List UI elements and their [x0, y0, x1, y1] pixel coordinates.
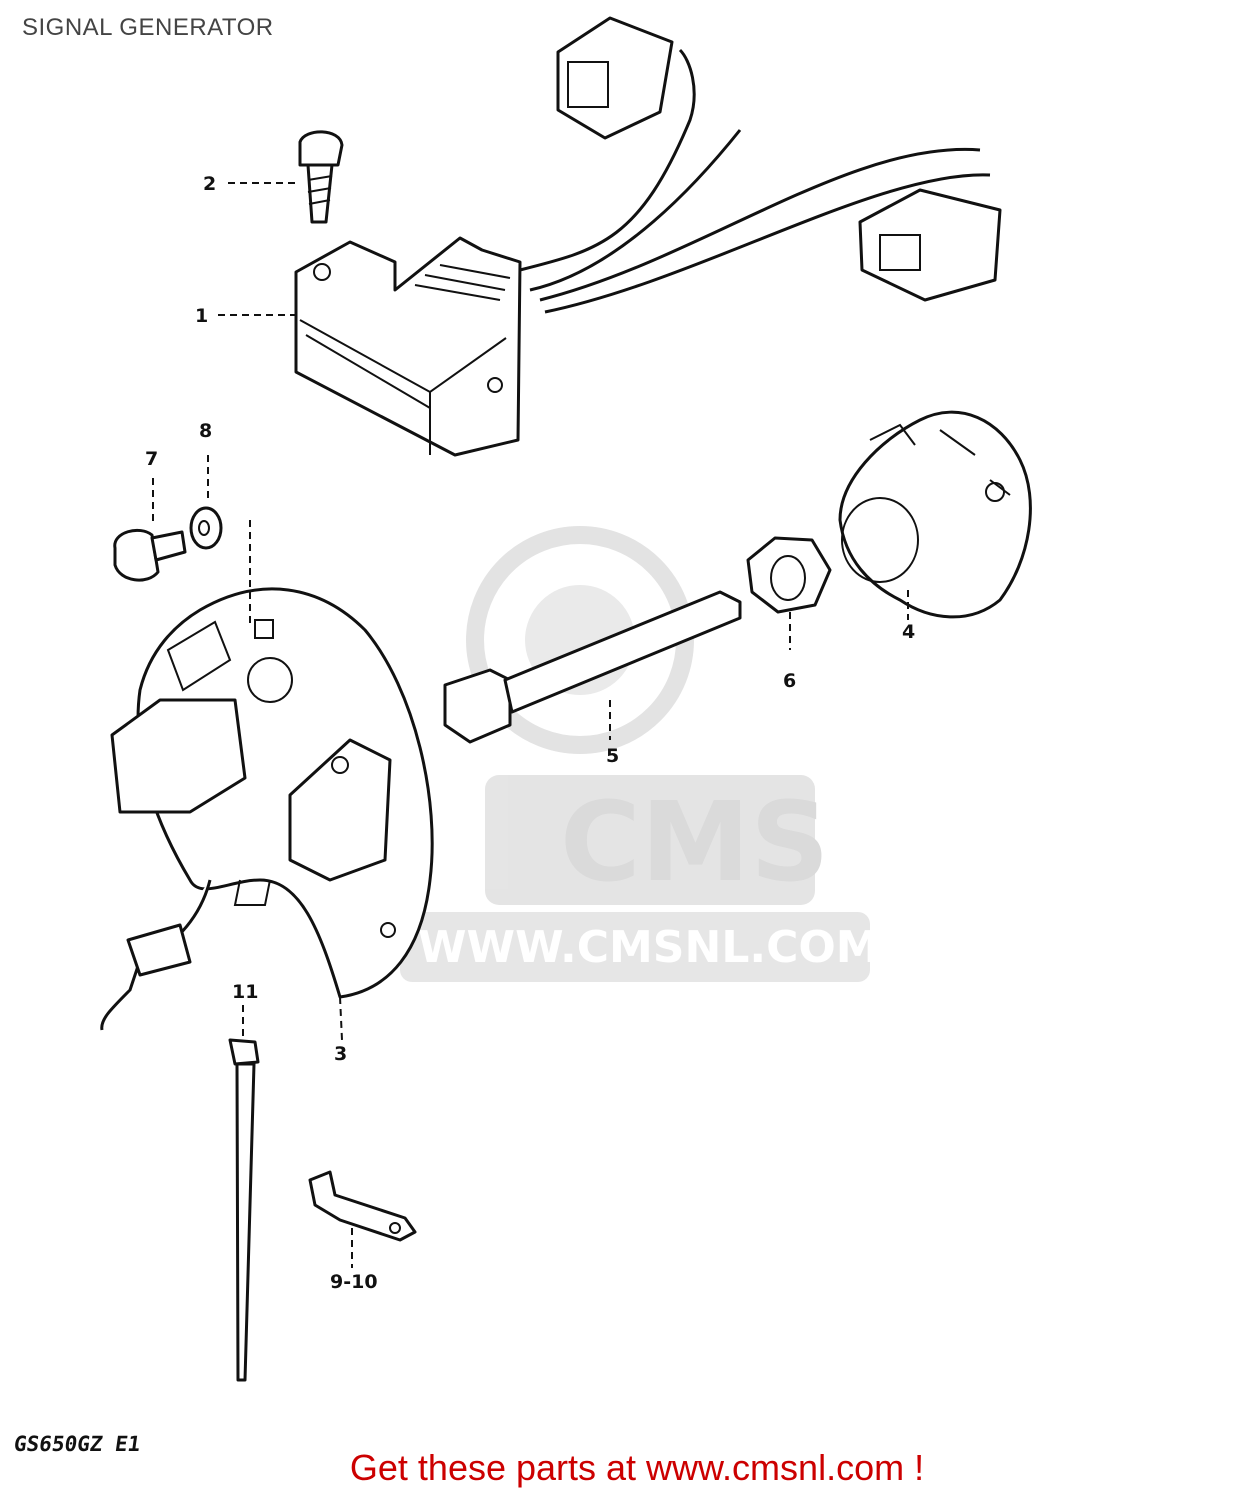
- callout-9-10: 9-10: [330, 1271, 378, 1293]
- part-5-shaft[interactable]: [443, 590, 742, 744]
- part-11-cable-tie[interactable]: [228, 1005, 260, 1382]
- callout-8: 8: [199, 420, 212, 442]
- watermark-url: WWW.CMSNL.COM: [418, 922, 880, 973]
- callout-11: 11: [232, 981, 258, 1003]
- part-7-screw[interactable]: [113, 478, 187, 582]
- callout-2: 2: [203, 173, 216, 195]
- part-9-10-clamp[interactable]: [308, 1170, 417, 1268]
- part-2-screw[interactable]: [298, 130, 344, 224]
- part-6-nut[interactable]: [746, 536, 832, 650]
- footer-link[interactable]: Get these parts at www.cmsnl.com !: [349, 1447, 925, 1488]
- footer-banner: Get these parts at www.cmsnl.com !: [0, 1447, 1250, 1489]
- part-8-washer[interactable]: [189, 455, 223, 550]
- part-1-signal-module[interactable]: [294, 16, 1002, 457]
- callout-3: 3: [334, 1043, 347, 1065]
- part-3-base-plate[interactable]: [100, 520, 434, 1031]
- callout-6: 6: [783, 670, 796, 692]
- callout-1: 1: [195, 305, 208, 327]
- watermark-brand: CMS: [560, 778, 829, 906]
- part-4-advancer[interactable]: [838, 410, 1032, 620]
- callout-7: 7: [145, 448, 158, 470]
- callout-5: 5: [606, 745, 619, 767]
- callout-4: 4: [902, 621, 915, 643]
- diagram-title: SIGNAL GENERATOR: [22, 14, 274, 41]
